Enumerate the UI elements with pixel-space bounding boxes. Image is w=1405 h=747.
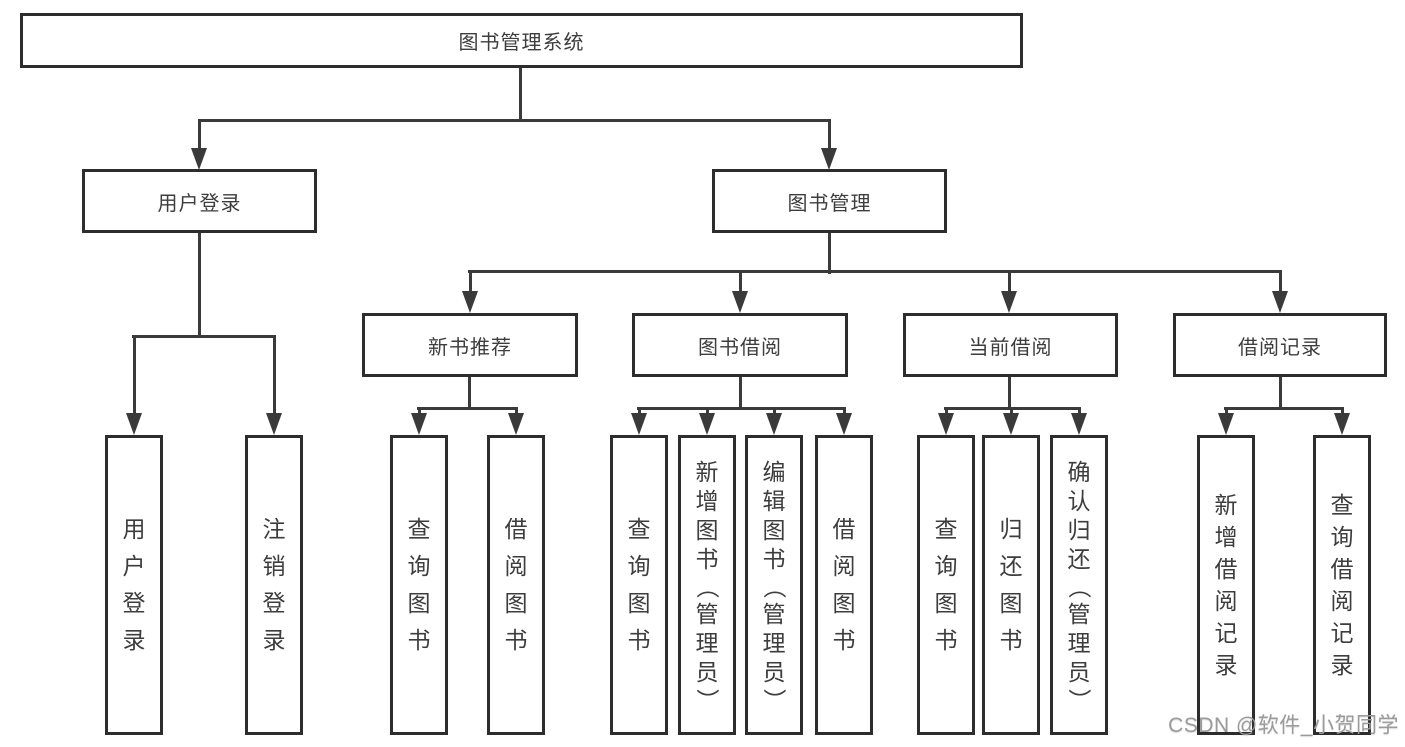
connector-line xyxy=(828,119,831,148)
arrow-down-icon xyxy=(1071,413,1087,435)
connector-line xyxy=(638,407,641,413)
arrow-down-icon xyxy=(1001,291,1017,313)
leaf-add-book-admin: 新增图书（管理员） xyxy=(678,435,736,735)
leaf-return-books: 归还图书 xyxy=(982,435,1040,735)
connector-line xyxy=(198,119,201,148)
leaf-query-books-borrow: 查询图书 xyxy=(610,435,668,735)
leaf-query-borrow-record: 查询借阅记录 xyxy=(1313,435,1371,735)
connector-line xyxy=(706,407,709,413)
connector-line xyxy=(637,407,846,410)
connector-line xyxy=(515,407,518,413)
leaf-edit-book-admin: 编辑图书（管理员） xyxy=(745,435,803,735)
arrow-down-icon xyxy=(1334,413,1350,435)
leaf-logout: 注销登录 xyxy=(245,435,303,735)
connector-line xyxy=(1279,377,1282,410)
connector-line xyxy=(469,270,472,291)
arrow-down-icon xyxy=(766,413,782,435)
arrow-down-icon xyxy=(1218,413,1234,435)
arrow-down-icon xyxy=(821,148,837,170)
connector-line xyxy=(843,407,846,413)
arrow-down-icon xyxy=(1272,291,1288,313)
connector-line xyxy=(198,119,831,122)
connector-line xyxy=(945,407,948,413)
leaf-add-borrow-record: 新增借阅记录 xyxy=(1197,435,1255,735)
arrow-down-icon xyxy=(938,413,954,435)
connector-line xyxy=(828,233,831,274)
node-book-management: 图书管理 xyxy=(712,169,947,233)
connector-line xyxy=(739,377,742,410)
arrow-down-icon xyxy=(699,413,715,435)
arrow-down-icon xyxy=(732,291,748,313)
node-root-library-system: 图书管理系统 xyxy=(20,13,1023,68)
connector-line xyxy=(1008,270,1011,291)
connector-line xyxy=(739,270,742,291)
leaf-user-login: 用户登录 xyxy=(105,435,163,735)
connector-line xyxy=(468,270,1281,273)
arrow-down-icon xyxy=(631,413,647,435)
node-new-book-recommend: 新书推荐 xyxy=(362,313,578,377)
connector-line xyxy=(1008,377,1011,410)
connector-line xyxy=(273,335,276,413)
arrow-down-icon xyxy=(191,148,207,170)
connector-line xyxy=(417,407,518,410)
connector-line xyxy=(1010,407,1013,413)
arrow-down-icon xyxy=(836,413,852,435)
connector-line xyxy=(418,407,421,413)
connector-line xyxy=(133,335,136,413)
csdn-watermark: CSDN @软件_小贺同学 xyxy=(1168,714,1399,737)
connector-line xyxy=(1279,270,1282,291)
leaf-borrow-books-recommend: 借阅图书 xyxy=(487,435,545,735)
node-book-borrow: 图书借阅 xyxy=(632,313,848,377)
leaf-query-books-recommend: 查询图书 xyxy=(390,435,448,735)
leaf-borrow-books-borrow: 借阅图书 xyxy=(815,435,873,735)
connector-line xyxy=(132,335,276,338)
leaf-confirm-return-admin: 确认归还（管理员） xyxy=(1050,435,1108,735)
node-current-borrow: 当前借阅 xyxy=(903,313,1118,377)
connector-line xyxy=(519,68,522,122)
connector-line xyxy=(198,233,201,338)
connector-line xyxy=(773,407,776,413)
arrow-down-icon xyxy=(1003,413,1019,435)
connector-line xyxy=(468,377,471,410)
arrow-down-icon xyxy=(462,291,478,313)
arrow-down-icon xyxy=(126,413,142,435)
arrow-down-icon xyxy=(266,413,282,435)
node-borrow-records: 借阅记录 xyxy=(1173,313,1387,377)
connector-line xyxy=(1341,407,1344,413)
connector-line xyxy=(1225,407,1228,413)
arrow-down-icon xyxy=(508,413,524,435)
arrow-down-icon xyxy=(411,413,427,435)
connector-line xyxy=(1224,407,1344,410)
connector-line xyxy=(1078,407,1081,413)
leaf-query-books-current: 查询图书 xyxy=(917,435,975,735)
node-user-login: 用户登录 xyxy=(82,169,317,233)
